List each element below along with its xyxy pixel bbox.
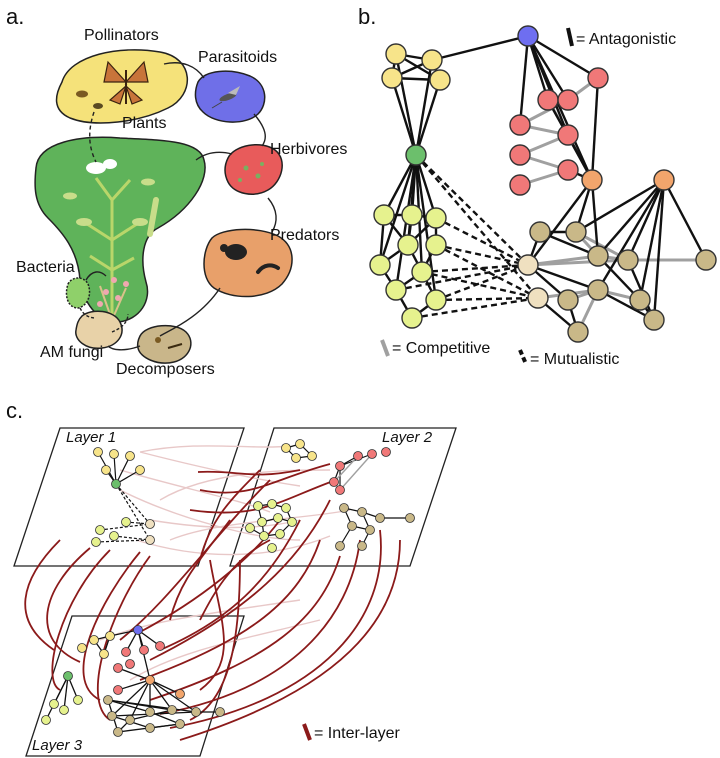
panel-c-label: c. [6,398,23,423]
layer-1-label: Layer 1 [66,429,116,446]
layer-1-plane [13,427,245,567]
competitive-swatch [380,339,390,357]
yellow-nodes [381,43,451,91]
inter-layer-swatch [302,723,312,741]
antagonistic-legend-label: = Antagonistic [576,31,676,48]
pollinators-label: Pollinators [84,27,159,44]
bacteria-label: Bacteria [16,259,75,276]
antagonistic-legend: = Antagonistic [566,27,676,48]
bee-icon [76,90,103,109]
decomposer-icon [155,337,183,349]
faint-connections [99,445,351,681]
mutualistic-legend-label: = Mutualistic [530,351,619,368]
inter-layer-legend-label: = Inter-layer [314,725,400,742]
blue-node [517,25,539,47]
antagonistic-swatch [566,27,574,47]
layer-2-label: Layer 2 [382,429,433,446]
am-fungi-label: AM fungi [40,344,103,361]
panel-b: b. [358,4,717,368]
inter-layer-legend: = Inter-layer [302,723,400,742]
bacteria-blob [65,277,91,309]
plants-blob [34,136,206,323]
panel-c: c. [6,398,457,757]
panel-a-interaction-arrows [79,62,277,351]
panel-a: a. [6,4,347,378]
green-node [405,144,427,166]
pollinators-blob [55,49,189,124]
plant-stem-icon [63,159,159,321]
herbivores-label: Herbivores [270,141,347,158]
plants-label: Plants [122,115,166,132]
beetle-icon [220,244,280,274]
orange-nodes [581,169,675,191]
predators-label: Predators [270,227,339,244]
am-fungi-blob [75,310,123,349]
decomposers-blob [136,324,192,364]
wasp-icon [211,86,240,109]
panel-b-nodes [369,25,717,343]
mutualistic-legend: = Mutualistic [518,349,619,368]
tan-nodes [529,221,717,343]
butterfly-icon [103,60,149,105]
layer-3-network [41,625,225,737]
red-nodes [509,67,609,196]
aphid-icon [238,162,264,182]
competitive-legend-label: = Competitive [392,340,490,357]
beige-nodes [517,254,549,309]
decomposers-label: Decomposers [116,361,215,378]
layer-3-label: Layer 3 [32,737,83,754]
mutualistic-swatch [518,349,528,365]
panel-b-label: b. [358,4,376,29]
layer-2-plane [229,427,457,567]
layer-1-network [91,447,155,547]
lime-nodes [369,204,447,329]
competitive-legend: = Competitive [380,339,490,357]
parasitoids-label: Parasitoids [198,49,277,66]
layer-2-network [245,439,415,553]
panel-a-label: a. [6,4,24,29]
